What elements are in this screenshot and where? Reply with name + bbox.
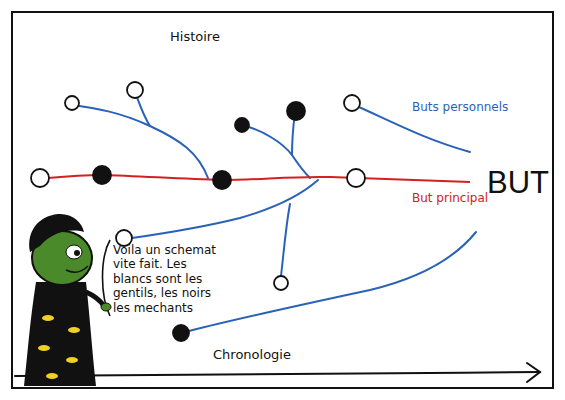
timeline-arrowhead <box>527 363 540 382</box>
frame <box>12 12 553 388</box>
line-label: But principal <box>412 191 488 205</box>
good-character-circle <box>31 169 49 187</box>
good-character-circle <box>65 96 79 110</box>
axis-label: Chronologie <box>213 347 291 363</box>
personal-goal-line <box>189 232 476 331</box>
good-character-circle <box>347 169 365 187</box>
personal-goal-line <box>242 125 310 178</box>
robe-stripe <box>66 357 78 363</box>
robe-stripe <box>46 373 58 379</box>
bad-character-circle <box>213 171 231 189</box>
bad-character-circle <box>93 166 111 184</box>
character-robe <box>24 282 96 386</box>
character-pupil <box>74 250 80 256</box>
bad-character-circle <box>173 325 189 341</box>
character-hand <box>101 303 111 311</box>
character-mouth <box>66 266 88 272</box>
robe-stripe <box>42 315 54 321</box>
robe-stripe <box>38 345 50 351</box>
robe-stripe <box>68 327 80 333</box>
character-eye <box>66 245 82 259</box>
good-character-circle <box>274 276 288 290</box>
goal-label: BUT <box>487 164 549 201</box>
line-label: Buts personnels <box>412 100 508 114</box>
personal-goal-line <box>72 105 208 178</box>
personal-goal-line <box>281 204 290 276</box>
character-illustration <box>24 214 111 386</box>
character-arm <box>86 292 104 306</box>
bad-character-circle <box>287 102 305 120</box>
good-character-circle <box>344 95 360 111</box>
bad-character-circle <box>235 118 249 132</box>
diagram-title: Histoire <box>170 29 220 45</box>
speech-text: Voila un schemat vite fait. Les blancs s… <box>113 243 229 315</box>
good-character-circle <box>127 82 143 98</box>
